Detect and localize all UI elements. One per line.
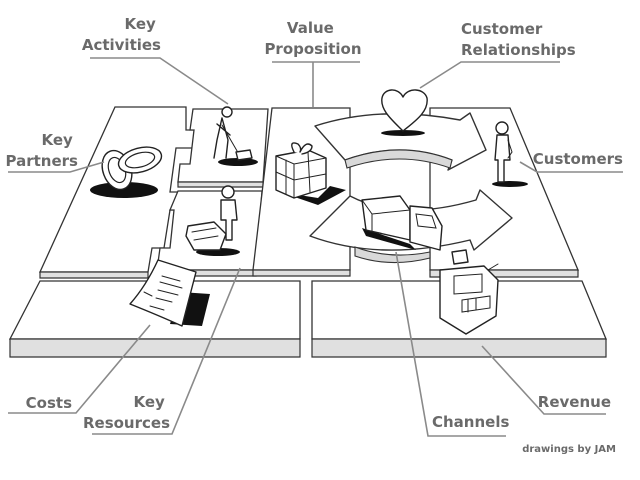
customers-leader (519, 161, 623, 173)
key-resources-leader (92, 267, 241, 435)
relationship-arrow (314, 112, 487, 171)
revenue-leader (481, 345, 606, 415)
key-partners-leader (8, 161, 105, 173)
value-proposition-leader (272, 61, 360, 107)
value-proposition-label: Value Proposition (264, 19, 361, 58)
customer-relationships-label: Customer Relationships (461, 20, 576, 59)
gift-box-icon (275, 142, 346, 205)
delivery-truck-icon (361, 195, 443, 251)
revenue-label: Revenue (538, 393, 611, 411)
digging-person-icon (213, 106, 258, 166)
drawings-credit: drawings by JAM (522, 444, 616, 455)
channels-label: Channels (432, 413, 509, 431)
customers-label: Customers (533, 150, 623, 168)
cash-register-icon (439, 249, 499, 335)
invoice-document-icon (129, 259, 210, 327)
standing-person-icon (492, 121, 528, 187)
channels-leader (395, 251, 506, 437)
key-activities-label: Key Activities (82, 15, 161, 54)
key-resources-label: Key Resources (83, 393, 170, 432)
heart-icon (381, 89, 428, 136)
chain-rings-icon (90, 146, 163, 198)
costs-leader (8, 324, 151, 414)
person-with-machine-icon (185, 185, 240, 256)
key-partners-label: Key Partners (6, 131, 79, 170)
costs-label: Costs (26, 394, 72, 412)
key-activities-leader (90, 57, 229, 105)
customer-relationships-leader (419, 61, 560, 89)
